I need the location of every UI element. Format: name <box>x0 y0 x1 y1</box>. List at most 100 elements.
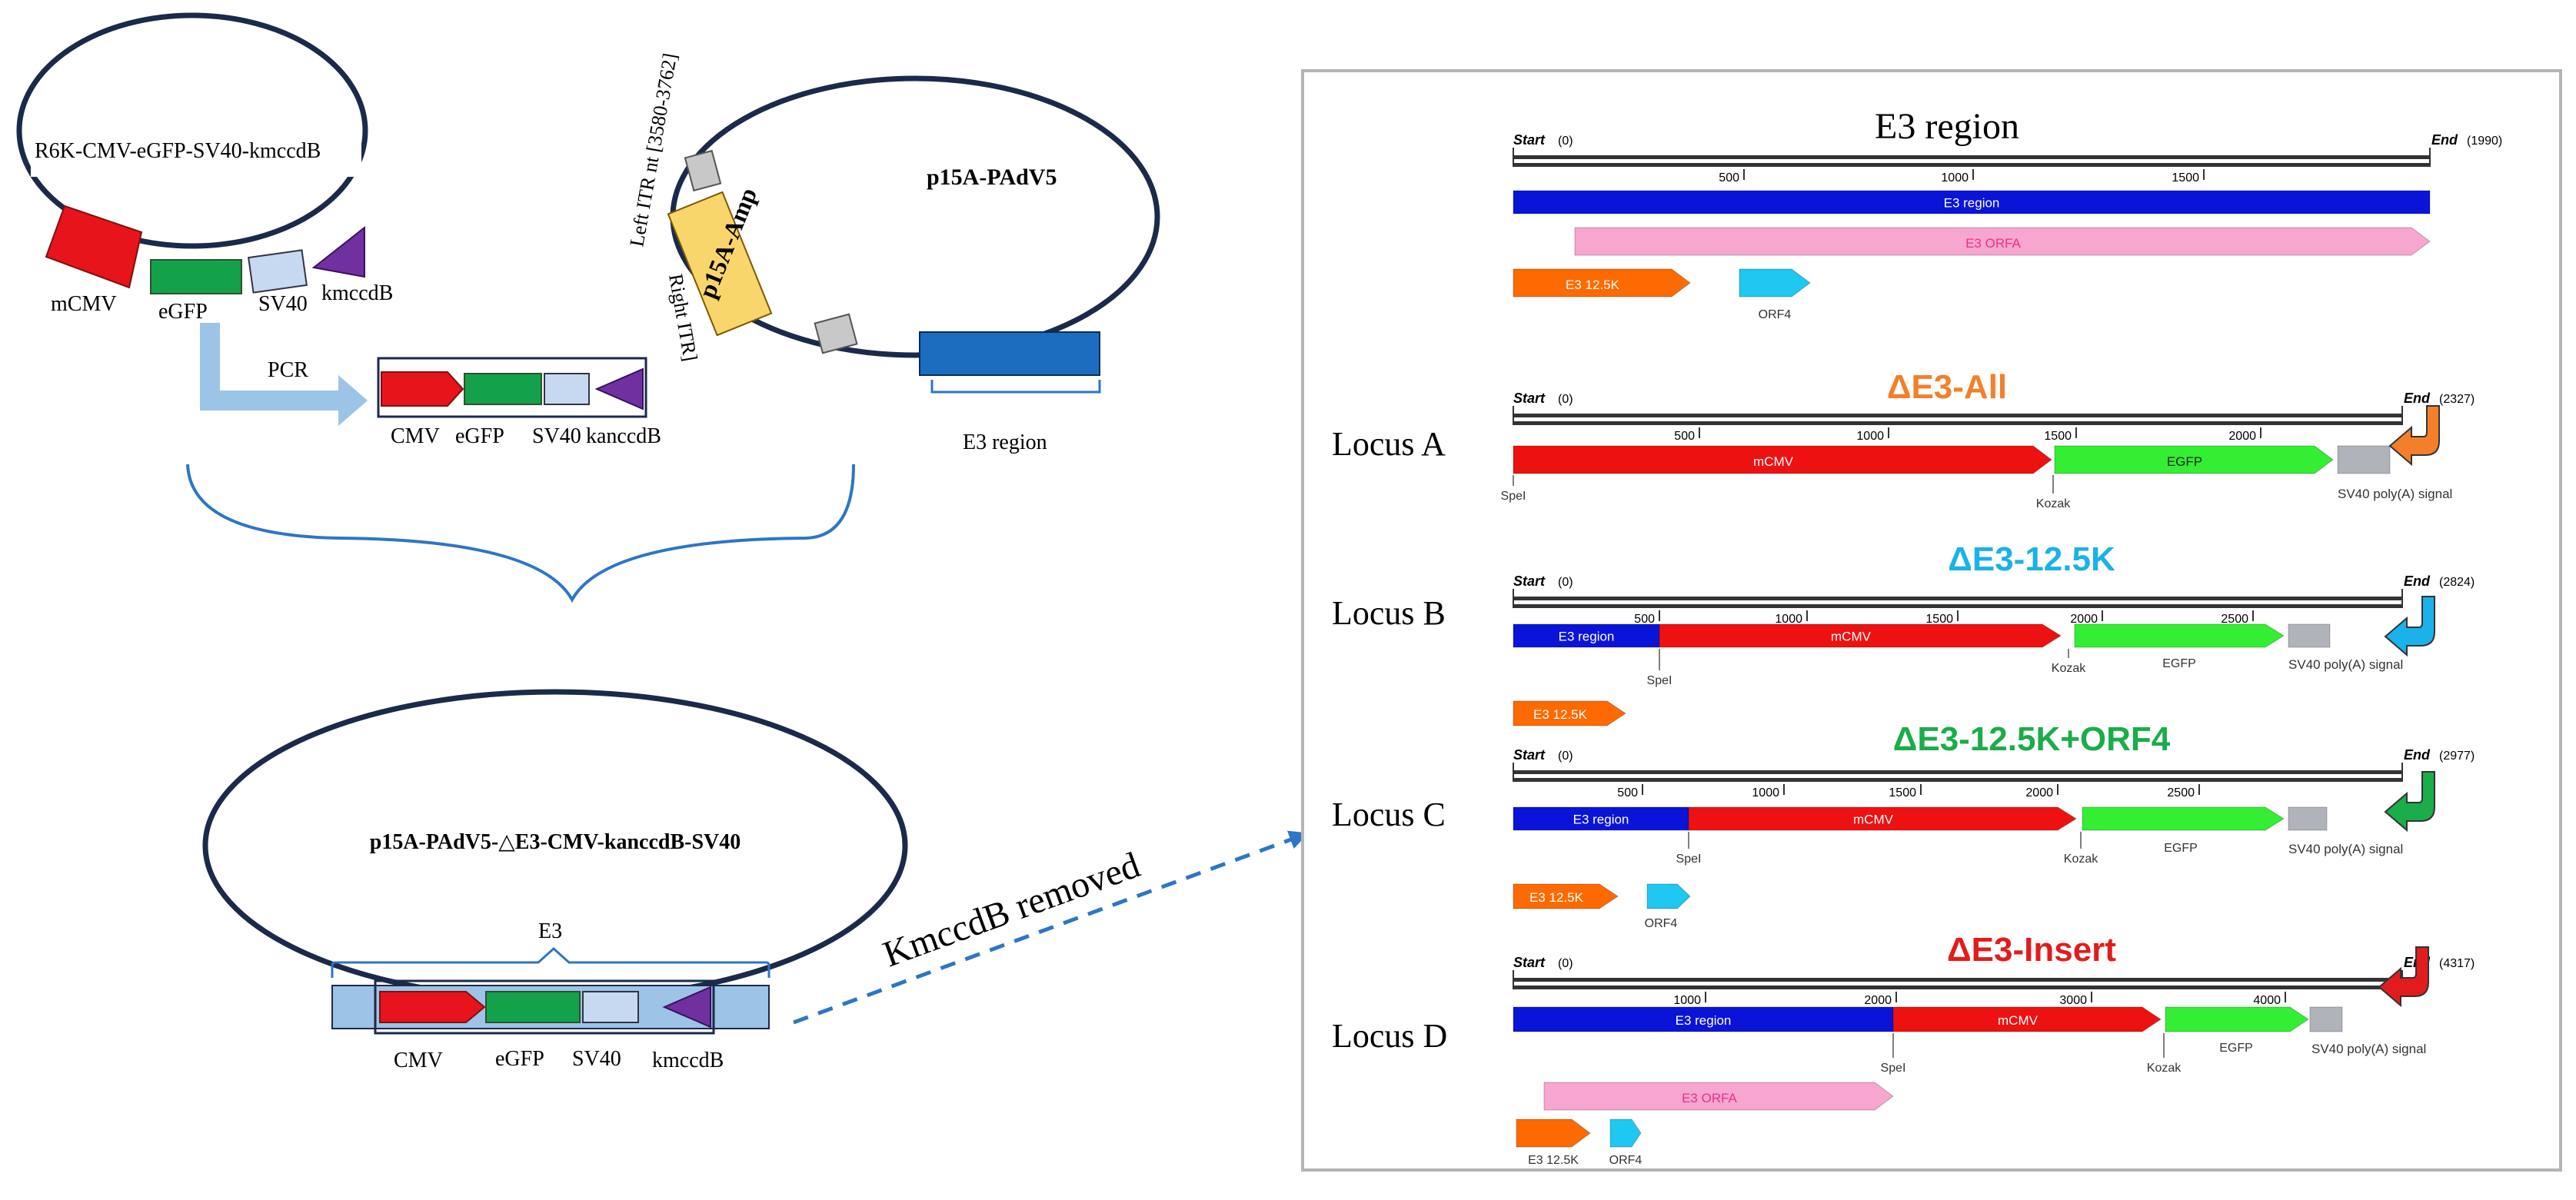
e3-orfa-bar-0-label: E3 ORFA <box>1965 236 2021 251</box>
start-label-1: Start <box>1513 391 1546 406</box>
e3-region-bracket <box>930 380 1101 394</box>
cmv-arrow-pcr <box>381 371 464 407</box>
spei-label-1: SpeI <box>1501 490 1526 503</box>
tick-label-1-1: 1000 <box>1856 430 1884 443</box>
cmv-arrow-final <box>379 991 486 1023</box>
egfp-box-1 <box>150 259 242 294</box>
plasmid-r6k-label-kmccdb: kmccdB <box>321 281 393 305</box>
cassette-frame-final <box>374 979 715 1035</box>
e3-125k-arrow-2-label: E3 12.5K <box>1533 707 1588 722</box>
egfp-box-final <box>485 991 581 1023</box>
ruler-top-4 <box>1513 978 2402 982</box>
e3-125k-arrow-2 <box>1513 700 1626 726</box>
end-curl-arrow-3 <box>2384 771 2435 833</box>
egfp-bar-3 <box>2082 806 2285 831</box>
ruler-bottom-3 <box>1513 778 2402 782</box>
egfp-bar-2 <box>2074 623 2285 648</box>
end-value-2: (2824) <box>2439 576 2474 589</box>
e3-bracket-final <box>331 946 770 978</box>
track-title-0: E3 region <box>1875 106 2019 147</box>
egfp-box-pcr <box>464 373 542 405</box>
sv40-box-1 <box>2337 445 2391 474</box>
tick-label-1-0: 500 <box>1674 430 1695 443</box>
tick-label-2-4: 2500 <box>2221 613 2248 626</box>
e3-125k-arrow-3-label: E3 12.5K <box>1529 890 1584 905</box>
kozak-label-2: Kozak <box>2052 662 2086 675</box>
e3-125k-label-4: E3 12.5K <box>1528 1154 1579 1167</box>
tick-label-4-2: 3000 <box>2059 994 2087 1007</box>
track-title-4: ΔE3-Insert <box>1947 931 2116 969</box>
kanccdb-arrow-pcr <box>594 367 644 411</box>
p15a-amp-box <box>667 191 773 337</box>
tick-label-2-3: 2000 <box>2070 613 2098 626</box>
end-curl-arrow-1 <box>2388 405 2440 467</box>
pcr-label-kanccdb: kanccdB <box>586 424 661 448</box>
orf4-label-3: ORF4 <box>1645 917 1678 930</box>
e3-125k-arrow-0 <box>1513 268 1691 298</box>
orf4-arrow-4 <box>1609 1119 1642 1148</box>
mcmv-bar-3-label: mCMV <box>1853 813 1894 827</box>
orf4-arrow-3 <box>1646 883 1691 909</box>
ruler-bottom-0 <box>1513 163 2430 167</box>
end-curl-arrow-4 <box>2378 946 2429 1008</box>
kmccdb-arrow-1 <box>311 225 365 278</box>
ruler-bottom-2 <box>1513 604 2402 608</box>
tick-label-2-0: 500 <box>1634 613 1655 626</box>
plasmid-final: p15A-PAdV5-△E3-CMV-kanccdB-SV40 E3 CMV e… <box>202 689 908 1072</box>
plasmid-final-name: p15A-PAdV5-△E3-CMV-kanccdB-SV40 <box>370 830 741 854</box>
egfp-label-2: EGFP <box>2162 657 2196 670</box>
sv40-box-3 <box>2288 806 2328 831</box>
sv40-polya-label-3: SV40 poly(A) signal <box>2288 842 2403 856</box>
e3-orfa-bar-4-label: E3 ORFA <box>1682 1091 1737 1105</box>
end-label-3: End <box>2404 747 2431 763</box>
tick-label-4-0: 1000 <box>1673 994 1701 1007</box>
mcmv-arrow-1 <box>45 204 143 289</box>
end-value-0: (1990) <box>2467 135 2502 148</box>
start-value-2: (0) <box>1558 576 1573 589</box>
spei-label-2: SpeI <box>1647 674 1672 687</box>
end-curl-arrow-2 <box>2384 596 2435 657</box>
start-value-4: (0) <box>1558 957 1573 970</box>
pcr-label-sv40: SV40 <box>532 424 581 448</box>
kozak-label-1: Kozak <box>2036 497 2071 510</box>
e3-region-bar-2 <box>1513 623 1660 648</box>
tick-label-0-2: 1500 <box>2172 171 2199 184</box>
pcr-step: PCR CMV eGFP SV40 kanccdB <box>200 323 661 448</box>
tick-label-3-1: 1000 <box>1752 786 1779 799</box>
spei-label-3: SpeI <box>1676 853 1702 866</box>
removed-dashed-arrow <box>793 830 1309 1025</box>
e3-125k-arrow-0-label: E3 12.5K <box>1566 278 1620 292</box>
plasmid-r6k-name: R6K-CMV-eGFP-SV40-kmccdB <box>35 139 321 163</box>
spei-label-4: SpeI <box>1881 1062 1906 1075</box>
e3-region-bar-3 <box>1513 806 1689 831</box>
e3-orfa-bar-0 <box>1574 227 2431 256</box>
mcmv-bar-1-label: mCMV <box>1753 454 1794 469</box>
right-itr-box <box>814 313 858 354</box>
locus-label-1: Locus A <box>1332 425 1446 463</box>
tick-label-3-2: 1500 <box>1889 786 1916 799</box>
pcr-label: PCR <box>268 358 308 382</box>
ruler-top-2 <box>1513 597 2402 600</box>
ruler-top-0 <box>1513 155 2430 159</box>
start-value-1: (0) <box>1558 393 1573 406</box>
plasmid-r6k-label-sv40: SV40 <box>258 292 308 316</box>
kmccdb-arrow-final <box>662 986 711 1029</box>
final-label-sv40: SV40 <box>572 1047 621 1071</box>
egfp-label-3: EGFP <box>2164 842 2198 855</box>
start-label-3: Start <box>1513 747 1546 763</box>
locus-label-3: Locus C <box>1332 796 1446 833</box>
e3-label-final: E3 <box>538 919 562 943</box>
plasmid-r6k-ring <box>16 12 368 249</box>
start-label-4: Start <box>1513 955 1546 970</box>
orf4-label-0: ORF4 <box>1759 308 1792 321</box>
start-label-0: Start <box>1513 132 1546 148</box>
final-label-egfp: eGFP <box>495 1047 544 1071</box>
kozak-label-3: Kozak <box>2064 853 2098 866</box>
e3-region-label: E3 region <box>963 430 1047 454</box>
mcmv-bar-4-label: mCMV <box>1998 1013 2039 1028</box>
end-value-4: (4317) <box>2439 957 2474 970</box>
e3-region-bar-3-label: E3 region <box>1573 813 1629 827</box>
end-label-0: End <box>2431 132 2458 148</box>
tick-label-1-2: 1500 <box>2044 430 2072 443</box>
